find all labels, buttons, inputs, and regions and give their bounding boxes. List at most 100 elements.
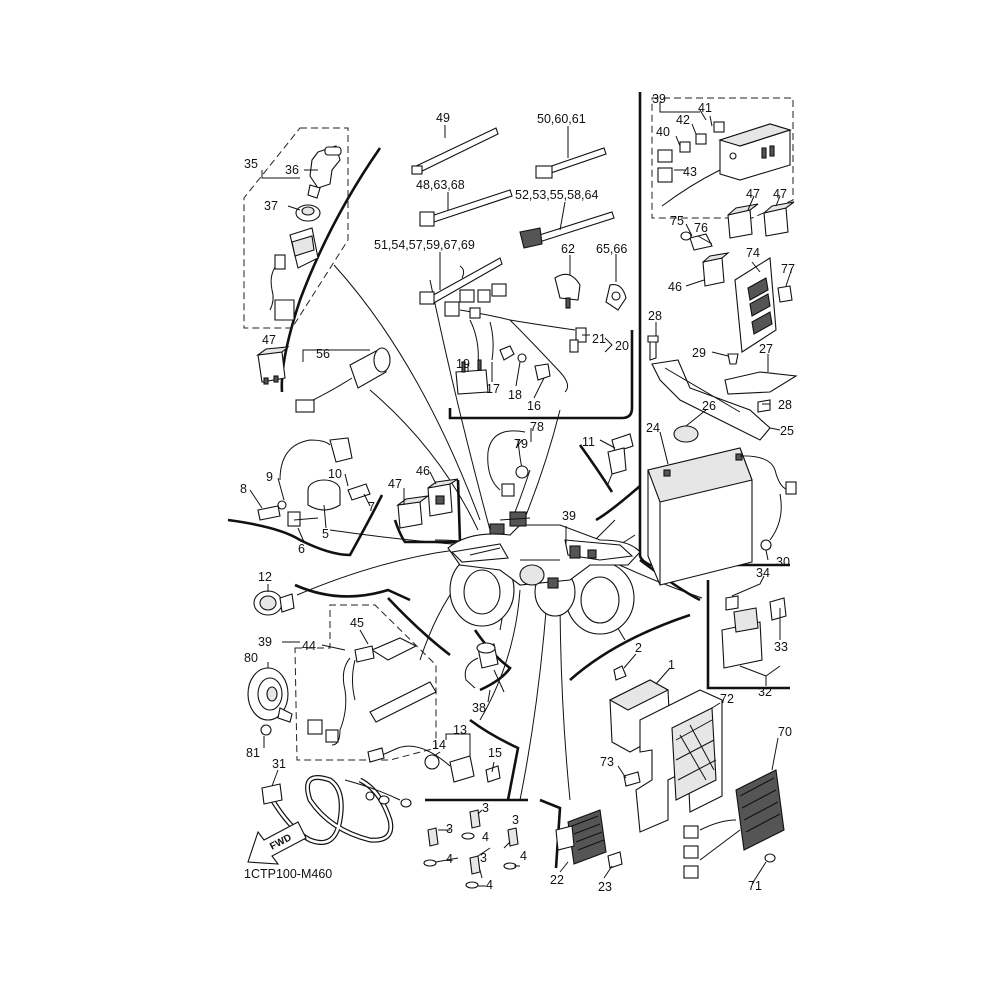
fuse-box-assembly	[657, 121, 792, 207]
label-25: 25	[780, 424, 794, 438]
label-77: 77	[781, 262, 795, 276]
label-79: 79	[514, 437, 528, 451]
sub-harness-44	[307, 637, 437, 746]
label-3d: 3	[480, 851, 487, 865]
label-23: 23	[598, 880, 612, 894]
label-9: 9	[266, 470, 273, 484]
label-8: 8	[240, 482, 247, 496]
label-51-group: 51,54,57,59,67,69	[374, 238, 475, 252]
label-13: 13	[453, 723, 467, 737]
group-borders	[227, 92, 790, 869]
label-33: 33	[774, 640, 788, 654]
label-47d: 47	[773, 187, 787, 201]
label-50-60-61: 50,60,61	[537, 112, 586, 126]
battery-bracket-25-29	[647, 335, 798, 441]
label-39c: 39	[258, 635, 272, 649]
label-1: 1	[668, 658, 675, 672]
label-12: 12	[258, 570, 272, 584]
label-39a: 39	[562, 509, 576, 523]
sensor-12	[253, 590, 295, 616]
label-14: 14	[432, 738, 446, 752]
label-75: 75	[670, 214, 684, 228]
screws-3-4	[423, 809, 519, 889]
part-number-labels: 35 36 37 47 56 49 48,63,68 51,54,57,59,6…	[240, 92, 795, 894]
label-20: 20	[615, 339, 629, 353]
label-16: 16	[527, 399, 541, 413]
label-39b: 39	[652, 92, 666, 106]
label-30: 30	[776, 555, 790, 569]
label-81: 81	[246, 746, 260, 760]
label-78: 78	[530, 420, 544, 434]
label-49: 49	[436, 111, 450, 125]
label-17: 17	[486, 382, 500, 396]
label-11: 11	[582, 435, 595, 449]
label-3c: 3	[512, 813, 519, 827]
label-31: 31	[272, 757, 286, 771]
label-47c: 47	[746, 187, 760, 201]
label-76: 76	[694, 221, 708, 235]
power-socket-56	[295, 347, 391, 413]
label-80: 80	[244, 651, 258, 665]
label-32: 32	[758, 685, 772, 699]
label-26: 26	[702, 399, 716, 413]
label-4d: 4	[486, 878, 493, 892]
label-3a: 3	[482, 801, 489, 815]
label-19: 19	[456, 357, 470, 371]
label-7: 7	[368, 500, 375, 514]
label-41: 41	[698, 101, 712, 115]
relays-47-right	[727, 201, 795, 239]
label-29: 29	[692, 346, 706, 360]
label-2: 2	[635, 641, 642, 655]
label-71: 71	[748, 879, 762, 893]
label-56: 56	[316, 347, 330, 361]
relay-47-left	[256, 346, 290, 385]
label-47b: 47	[388, 477, 402, 491]
main-switch-assembly	[269, 145, 342, 321]
label-35: 35	[244, 157, 258, 171]
label-38: 38	[472, 701, 486, 715]
battery-24	[647, 425, 797, 586]
bolt-73	[623, 771, 641, 787]
label-62: 62	[561, 242, 575, 256]
label-34: 34	[756, 566, 770, 580]
label-73: 73	[600, 755, 614, 769]
fwd-arrow-icon	[247, 821, 307, 865]
label-48-63-68: 48,63,68	[416, 178, 465, 192]
label-4c: 4	[520, 849, 527, 863]
label-22: 22	[550, 873, 564, 887]
label-43: 43	[683, 165, 697, 179]
coil-assembly-5	[257, 437, 371, 527]
sensor-11	[607, 433, 634, 485]
label-46b: 46	[668, 280, 682, 294]
relay-bracket-74	[680, 231, 793, 353]
label-15: 15	[488, 746, 502, 760]
label-46a: 46	[416, 464, 430, 478]
label-52-group: 52,53,55,58,64	[515, 188, 598, 202]
starter-relay-32	[721, 595, 787, 669]
label-37: 37	[264, 199, 278, 213]
label-27: 27	[759, 342, 773, 356]
diagram-code: 1CTP100-M460	[244, 867, 332, 881]
label-36: 36	[285, 163, 299, 177]
horn-80	[247, 667, 293, 736]
label-3b: 3	[446, 822, 453, 836]
label-leaders	[249, 102, 793, 887]
regulator-70	[683, 769, 785, 879]
label-6: 6	[298, 542, 305, 556]
label-5: 5	[322, 527, 329, 541]
label-4a: 4	[482, 830, 489, 844]
sensor-38	[464, 642, 505, 693]
atv-vehicle	[447, 511, 641, 635]
label-65-66: 65,66	[596, 242, 627, 256]
label-18: 18	[508, 388, 522, 402]
wire-harness-31	[261, 775, 412, 845]
rectifier-22	[555, 809, 623, 869]
label-47a: 47	[262, 333, 276, 347]
harness-subassembly	[444, 283, 587, 395]
label-72: 72	[720, 692, 734, 706]
label-28a: 28	[648, 309, 662, 323]
bracket-72	[635, 689, 723, 833]
label-44: 44	[302, 639, 316, 653]
label-10: 10	[328, 467, 342, 481]
